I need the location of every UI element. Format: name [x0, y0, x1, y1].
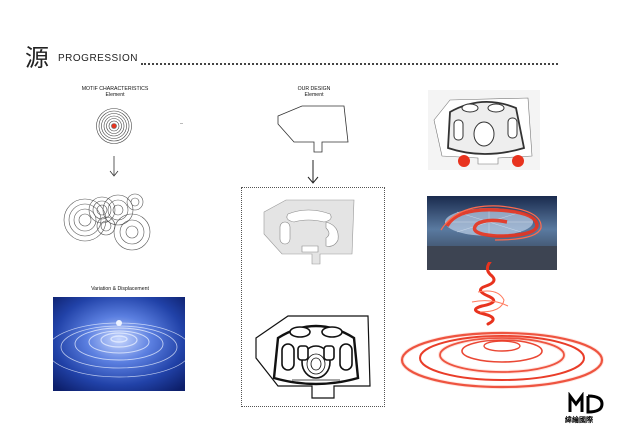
motif-rings-diagram: [96, 108, 132, 144]
atrium-photo: [427, 196, 557, 270]
page-title: PROGRESSION: [58, 53, 138, 64]
company-logo-text: 緯綸國際: [565, 416, 593, 424]
detailed-plan-diagram: [255, 315, 371, 399]
down-arrow-icon: [307, 160, 319, 184]
design-caption: OUR DESIGN Element: [284, 86, 344, 98]
element-outline-diagram: [277, 105, 349, 153]
photo-caption: Variation & Displacement: [91, 286, 149, 292]
water-ripple-photo: [53, 297, 185, 391]
variation-rings-diagram: [63, 193, 151, 251]
motif-subtitle: Element: [105, 92, 125, 98]
red-squiggle: [471, 262, 509, 326]
design-subtitle: Element: [304, 92, 324, 98]
company-logo-mark: [568, 392, 604, 414]
site-plan-diagram: [428, 90, 540, 170]
down-arrow-icon: [109, 156, 119, 177]
red-ripple-rings: [400, 331, 604, 389]
header-divider: [141, 63, 558, 65]
motif-caption: MOTIF CHARACTERISTICS Element: [75, 86, 155, 98]
tick-mark: [180, 123, 183, 124]
motif-title: MOTIF CHARACTERISTICS: [81, 86, 149, 92]
design-title: OUR DESIGN: [297, 86, 331, 92]
design-frame: [241, 187, 385, 407]
grey-plan-diagram: [263, 199, 355, 265]
header-glyph: 源: [25, 44, 49, 72]
